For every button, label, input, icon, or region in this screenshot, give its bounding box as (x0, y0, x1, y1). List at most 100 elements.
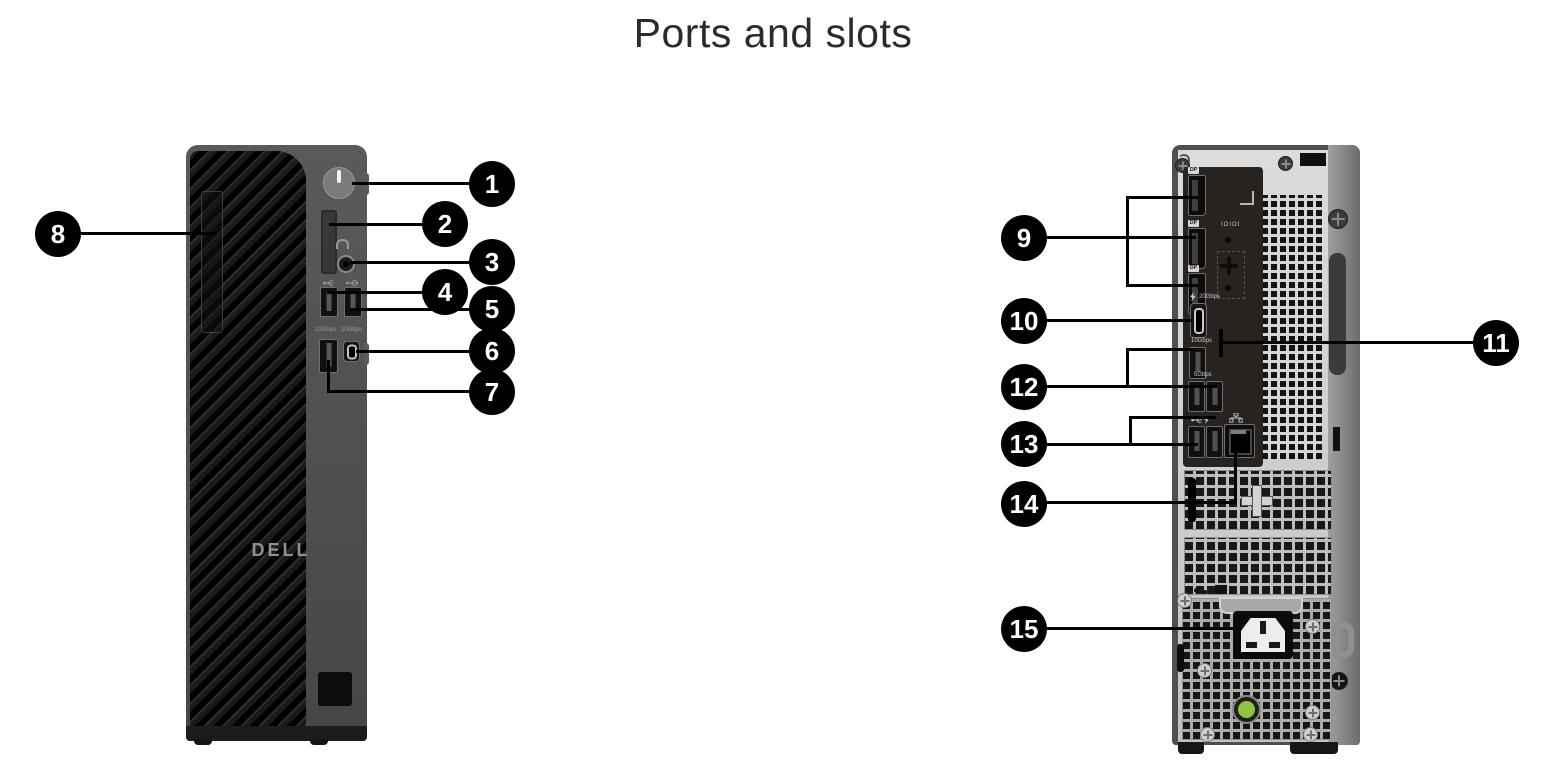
psu-screw-6 (1303, 727, 1318, 742)
callout-7: 7 (469, 369, 515, 415)
slot-slit (1188, 478, 1196, 522)
headset-jack[interactable] (337, 255, 355, 273)
power-button[interactable] (323, 167, 355, 199)
usb-tongue (350, 291, 356, 311)
c14-pin-right (1269, 642, 1280, 648)
back-tower-illustration: DP DP DP IOIOI 20Gbps 10Gbps 5Gbps (1172, 145, 1360, 754)
punchout-cross (1220, 257, 1238, 275)
front-foot-right (310, 739, 328, 745)
psu-status-led (1234, 697, 1259, 722)
corner-mark (1240, 191, 1254, 205)
callout-4: 4 (422, 269, 468, 315)
dp-pins (1192, 180, 1198, 211)
callout-line-2 (329, 223, 424, 226)
slim-drive-bay-outline (201, 191, 223, 333)
psu-screw-2 (1305, 619, 1320, 634)
callout-11: 11 (1473, 320, 1519, 366)
back-usb-c-port[interactable] (1190, 303, 1207, 338)
back-usb-pair-speed-label: 5Gbps (1194, 372, 1212, 378)
psu-screw-5 (1200, 727, 1215, 742)
callout-10: 10 (1001, 298, 1047, 344)
side-slot (1333, 427, 1340, 451)
screw-top-middle (1278, 156, 1293, 171)
ethernet-port[interactable] (1224, 424, 1255, 458)
chassis-hole-2 (1203, 590, 1207, 594)
callout-line-1 (352, 182, 470, 185)
callout-14: 14 (1001, 481, 1047, 527)
power-connector[interactable] (1233, 611, 1293, 659)
psu-side-slit (1177, 644, 1184, 672)
callout-3: 3 (469, 239, 515, 285)
callout-2: 2 (422, 201, 468, 247)
psu-screw-1 (1177, 593, 1192, 608)
vent-grille (1262, 195, 1322, 459)
front-usb-a-port-left[interactable] (320, 287, 338, 317)
usb-tongue (1212, 386, 1217, 405)
front-foot-left (194, 739, 212, 745)
callout-line-7 (327, 390, 470, 393)
back-usb-a-port-5gbps-left[interactable] (1188, 381, 1205, 412)
side-tab-bottom (364, 343, 369, 365)
callout-line-13-top (1129, 416, 1216, 419)
callout-15: 15 (1001, 606, 1047, 652)
callout-6: 6 (469, 328, 515, 374)
padlock-ring[interactable] (1330, 622, 1354, 658)
callout-12: 12 (1001, 364, 1047, 410)
callout-line-13 (1046, 443, 1198, 446)
c14-ground-pin (1260, 621, 1266, 634)
displayport-logo-3: DP (1188, 265, 1199, 272)
displayport-logo-1: DP (1188, 167, 1199, 174)
front-base (186, 726, 367, 741)
callout-line-13-bracket (1129, 416, 1132, 446)
usb-tongue (1194, 386, 1199, 405)
screw-psu-side (1330, 672, 1348, 690)
side-panel-handle[interactable] (1329, 253, 1346, 375)
dell-logo: DELL (251, 540, 311, 560)
back-usb-a-port-5gbps-right[interactable] (1206, 381, 1223, 412)
expansion-slot-1 (1184, 470, 1332, 530)
io-panel-recess: DP DP DP IOIOI 20Gbps 10Gbps 5Gbps (1183, 167, 1263, 467)
back-usb2-port-left[interactable] (1188, 426, 1205, 458)
headset-icon (336, 239, 349, 249)
chassis-hole-3 (1215, 585, 1227, 594)
callout-1: 1 (469, 161, 515, 207)
usb-tongue (1195, 352, 1200, 372)
usb-tongue (1194, 431, 1199, 451)
callout-line-10 (1046, 319, 1192, 322)
displayport-1[interactable] (1188, 175, 1206, 216)
back-usb2-port-right[interactable] (1206, 426, 1223, 458)
callout-line-9-bracket (1126, 196, 1129, 287)
usb-c-opening (1193, 307, 1204, 334)
power-icon (337, 170, 341, 183)
screw-side-panel[interactable] (1328, 209, 1348, 229)
punchout-outline (1217, 251, 1245, 299)
slot-thumbscrew[interactable] (1241, 485, 1273, 517)
usb-tongue (326, 343, 331, 367)
lightning-icon (1190, 292, 1196, 301)
callout-line-12-bracket (1126, 348, 1129, 388)
callout-line-14 (1046, 501, 1237, 504)
callout-line-12-top (1126, 348, 1196, 351)
front-tower-illustration: DELL 10Gbps 10Gbps (186, 145, 369, 745)
usb-powershare-icon (346, 279, 359, 287)
expansion-slot-2 (1184, 537, 1332, 595)
power-supply-unit (1177, 593, 1332, 742)
callout-line-6 (356, 350, 470, 353)
sd-card-slot[interactable] (321, 210, 337, 274)
network-icon (1229, 413, 1243, 423)
c14-pin-left (1246, 642, 1257, 648)
usb-tongue (1212, 431, 1217, 451)
front-usb-left-speed-label: 10Gbps (315, 327, 337, 333)
punchout-dot-top (1225, 237, 1231, 243)
callout-8: 8 (35, 211, 81, 257)
front-usb-right-speed-label: 10Gbps (341, 327, 363, 333)
back-usb-a-port-10gbps[interactable] (1189, 347, 1206, 379)
displayport-2[interactable] (1188, 228, 1206, 269)
callout-line-3 (350, 261, 470, 264)
callout-line-9-middle (1046, 236, 1196, 239)
back-usb-single-speed-label: 10Gbps (1191, 338, 1213, 344)
callout-line-15 (1046, 627, 1234, 630)
latch-hole (1300, 153, 1326, 166)
usb-c-opening (346, 344, 357, 359)
